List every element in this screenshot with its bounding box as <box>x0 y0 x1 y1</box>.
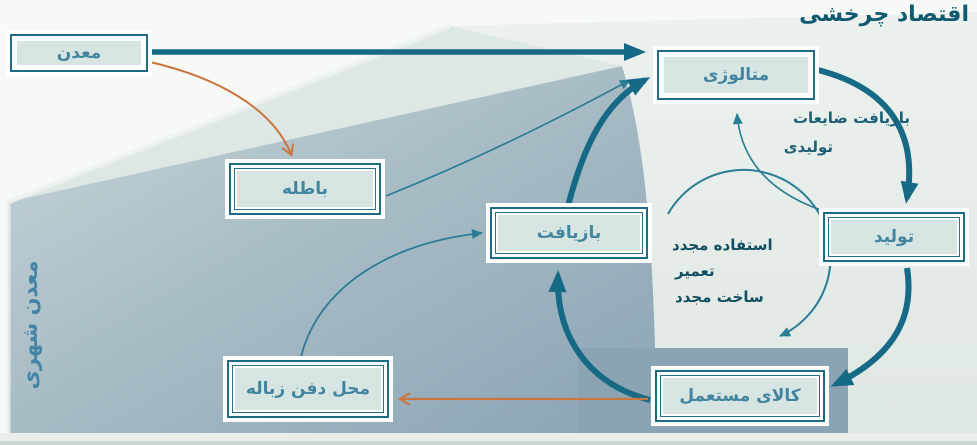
annotation-production-scrap-line1: بازیافت ضایعات <box>792 109 910 127</box>
node-production-label: تولید <box>873 226 915 247</box>
node-tailings-label: باطله <box>281 178 329 199</box>
node-recycling: بازیافت <box>486 203 652 263</box>
node-used-goods: کالای مستعمل <box>651 366 829 426</box>
node-tailings: باطله <box>225 159 385 219</box>
arrow-metallurgy-to-production <box>817 67 919 204</box>
arrow-tailings-to-metallurgy <box>385 79 631 197</box>
annotation-remanufacture: ساخت مجدد <box>675 288 764 306</box>
platform-top-wedge <box>8 26 622 202</box>
node-production: تولید <box>819 208 969 266</box>
node-landfill: محل دفن زباله <box>223 356 393 422</box>
node-metallurgy-label: متالوژی <box>702 64 770 85</box>
node-landfill-label: محل دفن زباله <box>245 378 371 399</box>
arrow-landfill-to-recycling <box>300 229 483 358</box>
node-metallurgy: متالوژی <box>653 46 819 104</box>
urban-mining-side-label: معدن شهری <box>18 260 42 390</box>
ground-strip-shadow <box>0 441 977 445</box>
node-recycling-label: بازیافت <box>536 222 602 243</box>
node-mine: معدن <box>6 30 152 76</box>
arrow-mine-to-tailings <box>149 61 295 157</box>
arrow-production-scrap-to-metallurgy <box>732 113 834 215</box>
arrow-recycling-to-metallurgy <box>565 77 651 207</box>
node-mine-label: معدن <box>56 42 102 63</box>
arrow-used-goods-to-recycling <box>548 270 651 403</box>
platform-front-face <box>8 66 655 433</box>
annotation-reuse: استفاده مجدد <box>672 236 773 254</box>
arrow-production-to-used-goods <box>830 267 912 387</box>
node-used-goods-label: کالای مستعمل <box>679 385 801 406</box>
annotation-repair: تعمیر <box>675 262 715 280</box>
diagram-title: اقتصاد چرخشی <box>799 2 969 27</box>
platform-edge-highlight <box>5 23 451 433</box>
annotation-production-scrap-line2: تولیدی <box>783 138 833 156</box>
arrow-reuse-loop-circle <box>667 168 832 337</box>
